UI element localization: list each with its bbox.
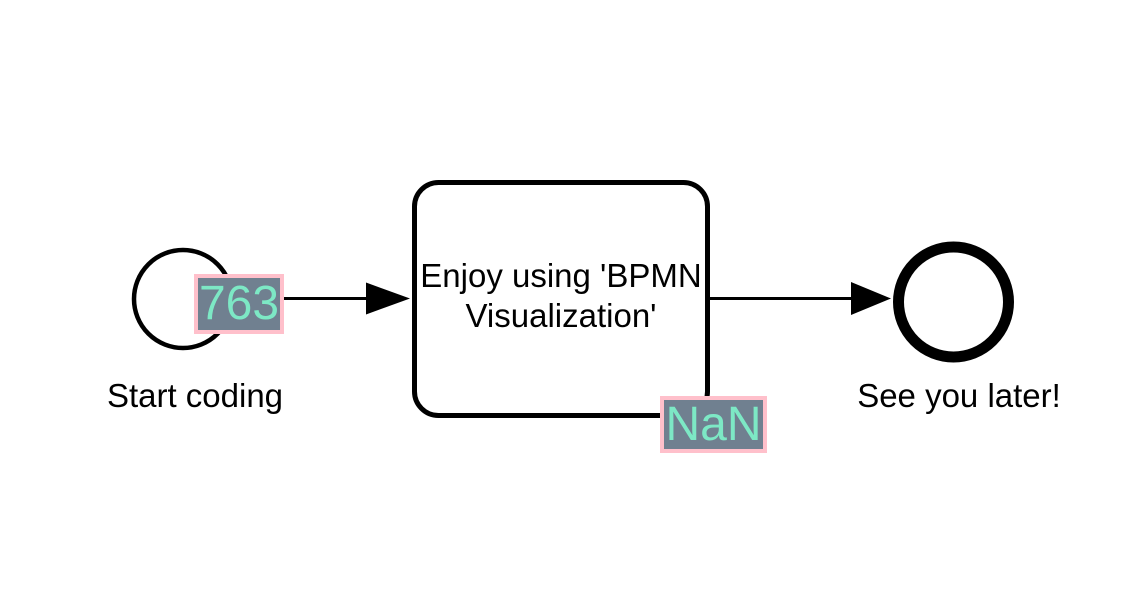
overlay-badge-start-event[interactable]: 763: [194, 274, 284, 334]
start-event-label: Start coding: [106, 377, 284, 414]
end-event-shape[interactable]: [893, 241, 1014, 363]
overlay-badge-task[interactable]: NaN: [660, 396, 767, 453]
task-label: Enjoy using 'BPMN Visualization': [420, 257, 702, 334]
arrowhead-icon: [366, 282, 410, 315]
arrowhead-icon: [851, 282, 891, 315]
task-shape[interactable]: [412, 180, 710, 418]
end-event-label: See you later!: [857, 377, 1061, 414]
sequence-flow-task-to-end[interactable]: [710, 282, 891, 315]
